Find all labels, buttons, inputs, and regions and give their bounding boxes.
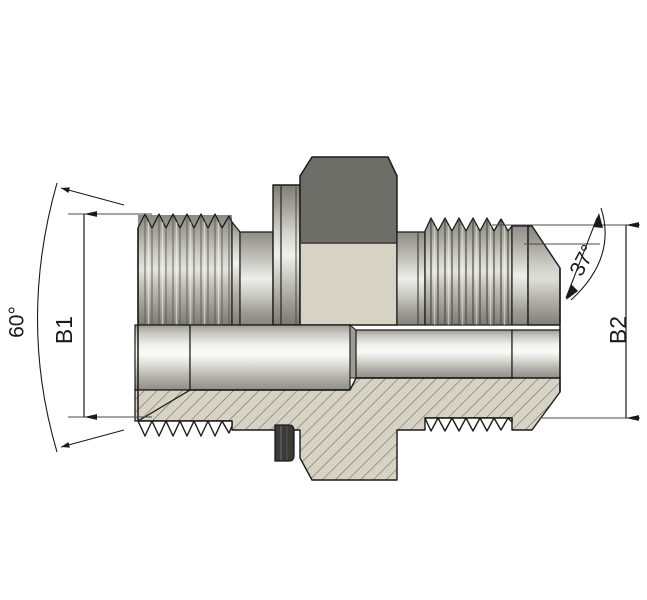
- angle-60-annotation: [37, 182, 125, 453]
- right-thread-upper: [424, 217, 513, 326]
- section-hatched-lower: [134, 377, 561, 481]
- body-outline: [137, 228, 561, 421]
- inner-bore-band: [134, 323, 561, 391]
- right-shank-upper: [396, 231, 426, 326]
- collar-flange-upper: [272, 184, 301, 326]
- b1-dimension-label: B1: [51, 316, 77, 344]
- angle-60-label: 60°: [6, 306, 29, 338]
- angle-37-arrow-top: [593, 213, 603, 228]
- cone-tip-upper: [511, 225, 561, 326]
- left-thread-upper: [137, 213, 233, 326]
- hex-nut-upper: [299, 156, 398, 326]
- angle-37-label: 37°: [566, 241, 601, 280]
- b2-dimension-label: B2: [605, 316, 631, 344]
- left-shank-upper: [231, 220, 274, 326]
- fitting-body: [134, 156, 561, 481]
- angle-37-arrow-bottom: [566, 284, 578, 300]
- b1-extension-lines: [68, 213, 152, 418]
- angle-37-annotation: [565, 207, 606, 301]
